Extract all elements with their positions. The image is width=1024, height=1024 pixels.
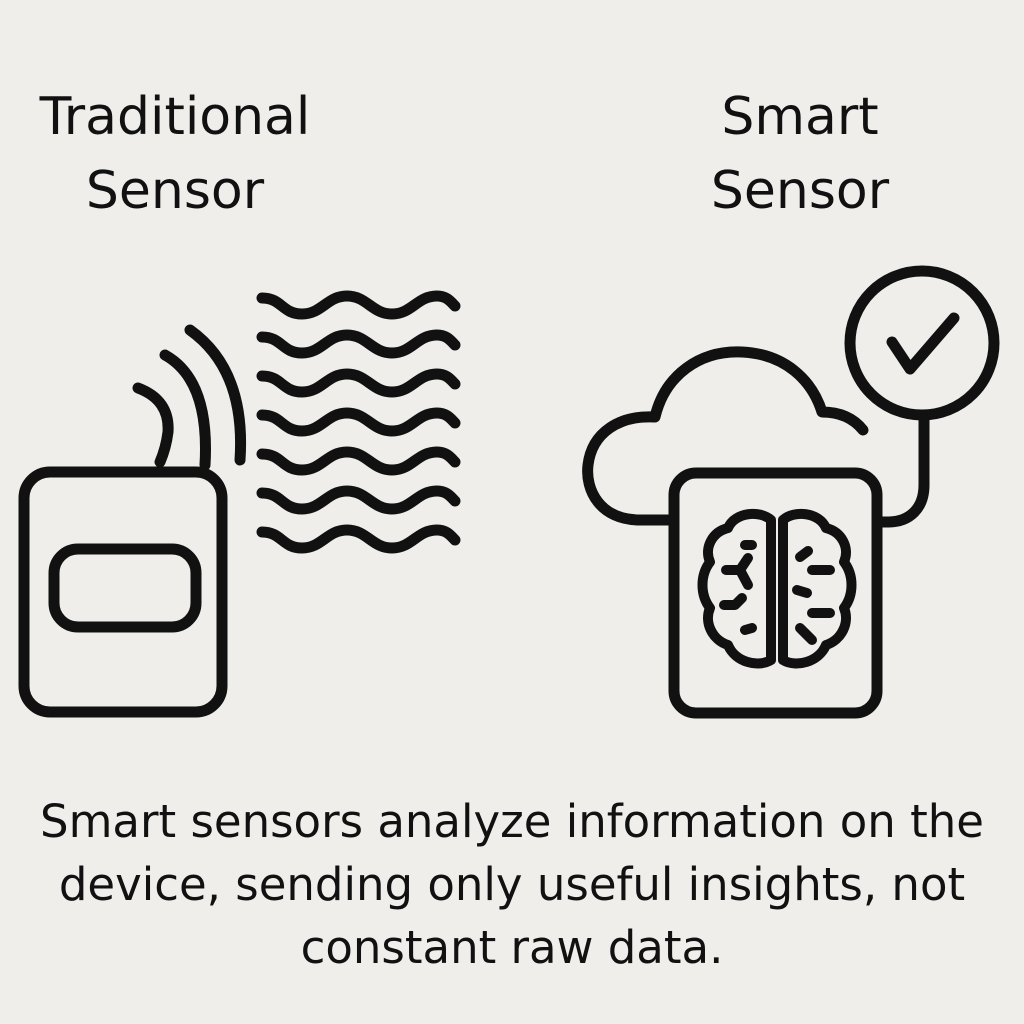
caption-line-2: device, sending only useful insights, no… xyxy=(58,858,966,911)
title-line-1: Smart xyxy=(721,87,879,147)
sensor-device-icon xyxy=(668,467,883,719)
title-line-2: Sensor xyxy=(710,161,890,221)
title-line-1: Traditional xyxy=(39,87,311,147)
signal-waves-icon xyxy=(132,324,247,471)
caption: Smart sensors analyze information on the… xyxy=(0,790,1024,979)
caption-line-3: constant raw data. xyxy=(300,921,724,974)
traditional-sensor-title: Traditional Sensor xyxy=(10,80,340,228)
raw-data-stream-icon xyxy=(256,290,461,554)
title-line-2: Sensor xyxy=(85,161,265,221)
checkmark-circle-icon xyxy=(844,265,1000,528)
brain-icon xyxy=(697,508,857,669)
caption-line-1: Smart sensors analyze information on the xyxy=(40,795,984,848)
cloud-icon xyxy=(582,346,869,526)
smart-sensor-title: Smart Sensor xyxy=(640,80,960,228)
sensor-device-icon xyxy=(18,466,228,718)
